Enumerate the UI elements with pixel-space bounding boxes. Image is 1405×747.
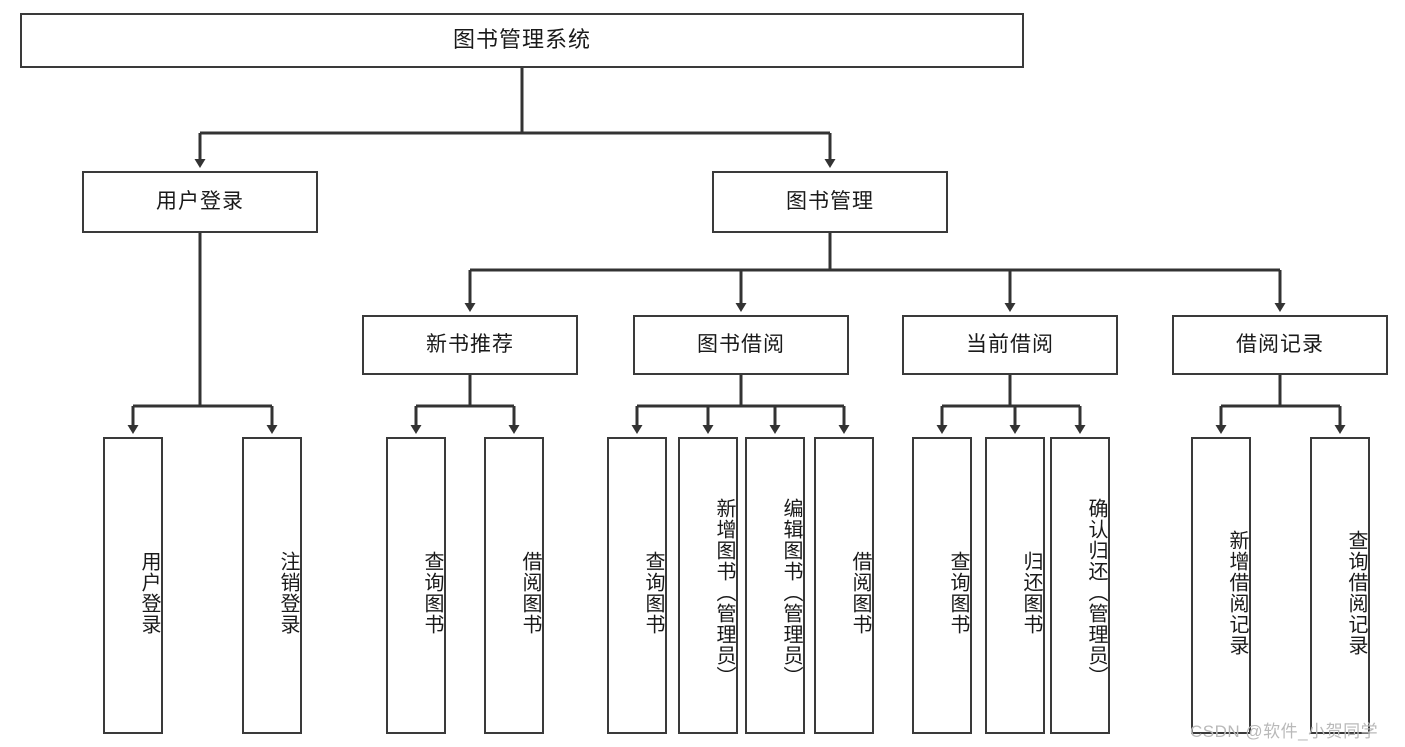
node-current-borrow[interactable]: 当前借阅: [902, 315, 1118, 375]
leaf-edit-book-admin[interactable]: 编辑图书（管理员）: [745, 437, 805, 734]
edge-group-user-login: [127, 233, 278, 434]
edge-group-borrow-records: [1215, 375, 1346, 434]
node-user-login[interactable]: 用户登录: [82, 171, 318, 233]
csdn-watermark: CSDN @软件_小贺同学: [1190, 722, 1379, 741]
edge-group-book-mgmt: [464, 233, 1286, 312]
node-borrow-record[interactable]: 借阅记录: [1172, 315, 1388, 375]
leaf-user-logout[interactable]: 注销登录: [242, 437, 302, 734]
leaf-user-login[interactable]: 用户登录: [103, 437, 163, 734]
node-new-book-recommend[interactable]: 新书推荐: [362, 315, 578, 375]
leaf-add-book-admin[interactable]: 新增图书（管理员）: [678, 437, 738, 734]
node-root-system[interactable]: 图书管理系统: [20, 13, 1024, 68]
leaf-borrow-books-new[interactable]: 借阅图书: [484, 437, 544, 734]
edge-group-borrow-books: [631, 375, 850, 434]
leaf-query-books-borrow[interactable]: 查询图书: [607, 437, 667, 734]
leaf-query-borrow-record[interactable]: 查询借阅记录: [1310, 437, 1370, 734]
leaf-borrow-books[interactable]: 借阅图书: [814, 437, 874, 734]
node-book-management[interactable]: 图书管理: [712, 171, 948, 233]
leaf-add-borrow-record[interactable]: 新增借阅记录: [1191, 437, 1251, 734]
leaf-query-books-new[interactable]: 查询图书: [386, 437, 446, 734]
node-book-borrow[interactable]: 图书借阅: [633, 315, 849, 375]
edge-group-current-borrow: [936, 375, 1086, 434]
edge-group-new-books: [410, 375, 520, 434]
edge-group-root: [194, 68, 836, 168]
leaf-query-books-current[interactable]: 查询图书: [912, 437, 972, 734]
leaf-confirm-return-admin[interactable]: 确认归还（管理员）: [1050, 437, 1110, 734]
leaf-return-books[interactable]: 归还图书: [985, 437, 1045, 734]
